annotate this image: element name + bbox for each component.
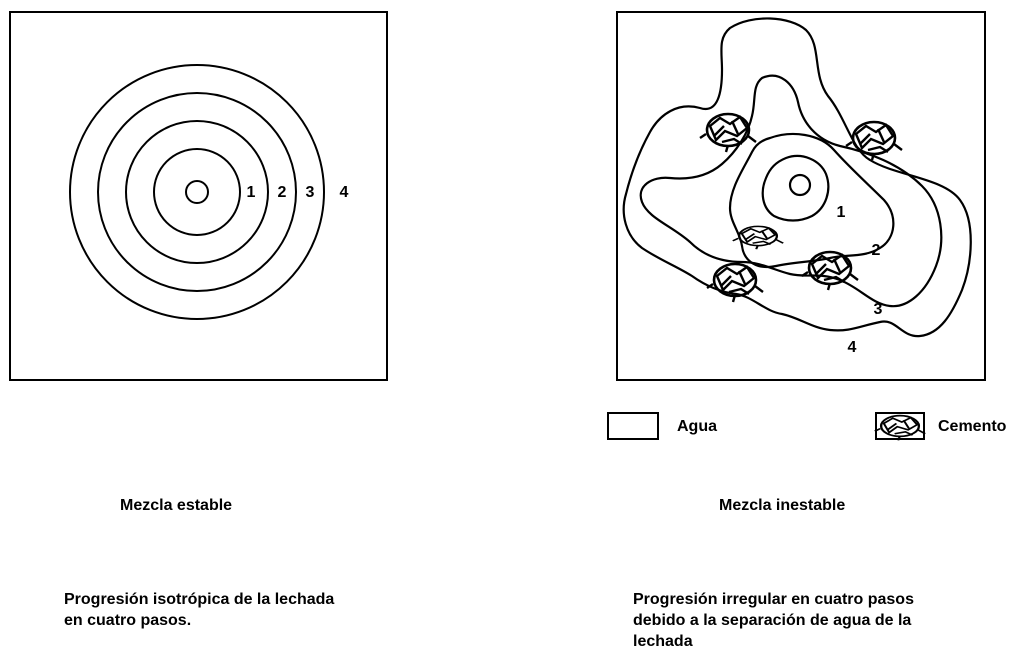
unstable-mix-description: Progresión irregular en cuatro pasos deb… — [633, 591, 914, 650]
injection-point — [788, 173, 812, 197]
zone-1-outline — [761, 154, 830, 222]
stable-rings — [69, 64, 325, 320]
zone-label-1: 1 — [837, 204, 846, 221]
ring-label-2: 2 — [278, 184, 287, 201]
ring-label-4: 4 — [340, 184, 349, 201]
ring-3 — [97, 92, 297, 292]
ring-label-1: 1 — [247, 184, 256, 201]
cement-legend-label: Cemento — [938, 418, 1007, 435]
ring-4 — [69, 64, 325, 320]
stable-mix-frame — [9, 11, 388, 381]
zone-label-2: 2 — [872, 242, 881, 259]
injection-point — [185, 180, 209, 204]
cement-legend-swatch — [873, 412, 927, 442]
stable-mix-title: Mezcla estable — [120, 497, 233, 514]
unstable-mix-title: Mezcla inestable — [719, 497, 846, 514]
water-legend-label: Agua — [677, 418, 717, 435]
ring-1 — [153, 148, 241, 236]
water-legend-swatch — [607, 412, 659, 440]
zone-label-4: 4 — [848, 339, 857, 356]
stable-mix-description: Progresión isotrópica de la lechada en c… — [64, 591, 335, 629]
ring-2 — [125, 120, 269, 264]
ring-label-3: 3 — [306, 184, 315, 201]
zone-label-3: 3 — [874, 301, 883, 318]
